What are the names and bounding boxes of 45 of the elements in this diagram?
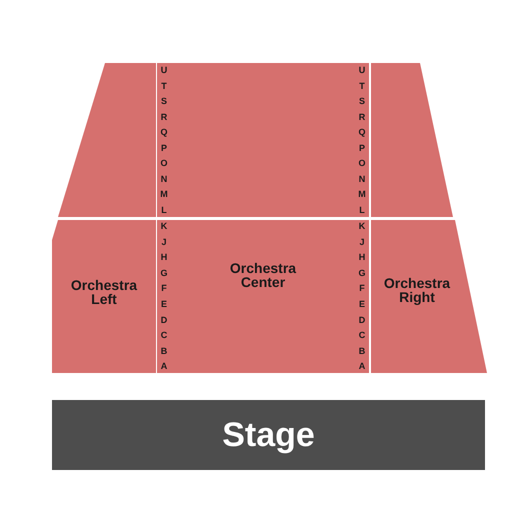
row-letter: Q bbox=[357, 127, 366, 137]
row-letter: T bbox=[358, 80, 366, 90]
row-letter: O bbox=[159, 158, 168, 168]
row-letter: H bbox=[358, 252, 366, 262]
section-label: Orchestra Left bbox=[70, 278, 138, 306]
row-letter: D bbox=[358, 314, 366, 325]
row-letter: P bbox=[358, 142, 366, 152]
row-letter: F bbox=[160, 283, 168, 294]
row-letter: M bbox=[357, 189, 367, 199]
row-letter: B bbox=[160, 346, 168, 356]
row-letter: P bbox=[160, 142, 168, 152]
row-letter: A bbox=[358, 361, 366, 372]
row-letter: R bbox=[358, 112, 366, 122]
row-letter: D bbox=[160, 314, 168, 325]
row-letter: B bbox=[358, 346, 366, 356]
row-letter: U bbox=[358, 65, 366, 75]
row-letter: R bbox=[160, 112, 168, 122]
row-letter: G bbox=[357, 268, 366, 278]
row-letter: S bbox=[358, 96, 366, 106]
row-letter: N bbox=[358, 174, 366, 184]
row-letter: E bbox=[358, 299, 366, 309]
stage-area bbox=[52, 400, 485, 470]
row-letter: A bbox=[160, 361, 168, 372]
stage-label: Stage bbox=[222, 415, 315, 455]
row-letter: C bbox=[358, 330, 366, 340]
row-letter: L bbox=[160, 204, 168, 214]
row-letter: U bbox=[160, 65, 168, 75]
row-letter: Q bbox=[159, 127, 168, 137]
row-letter: N bbox=[160, 174, 168, 184]
row-letter: S bbox=[160, 96, 168, 106]
section-label: Orchestra Center bbox=[228, 261, 298, 289]
row-letter: J bbox=[160, 236, 168, 247]
row-letter: T bbox=[160, 80, 168, 90]
section-label: Orchestra Right bbox=[382, 276, 452, 304]
row-letter: E bbox=[160, 299, 168, 309]
row-letter: K bbox=[160, 221, 168, 231]
row-letter: K bbox=[358, 221, 366, 231]
row-letter: J bbox=[358, 236, 366, 247]
row-letter: O bbox=[357, 158, 366, 168]
row-letter: G bbox=[159, 268, 168, 278]
row-letter: C bbox=[160, 330, 168, 340]
row-letter: M bbox=[159, 189, 169, 199]
row-letter: F bbox=[358, 283, 366, 294]
row-letter: L bbox=[358, 204, 366, 214]
row-letter: H bbox=[160, 252, 168, 262]
